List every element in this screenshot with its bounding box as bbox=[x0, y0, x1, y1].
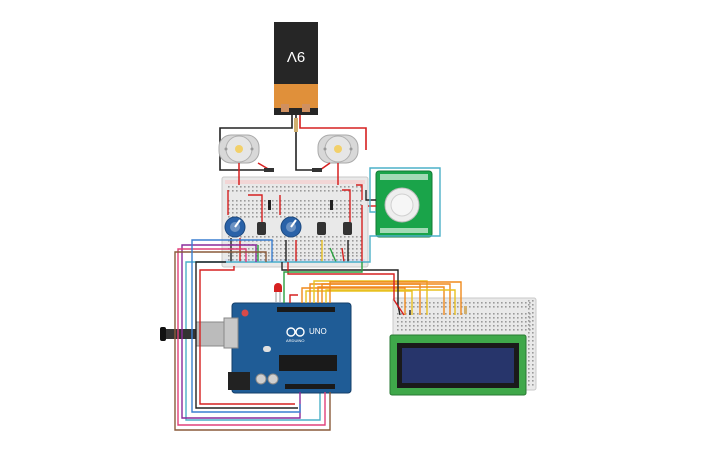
potentiometer-left[interactable] bbox=[224, 216, 246, 238]
lcd-wire-bundle bbox=[281, 262, 467, 316]
arduino-model: UNO bbox=[309, 327, 327, 336]
lcd-display[interactable] bbox=[389, 334, 527, 396]
dc-motor-right[interactable] bbox=[317, 134, 359, 164]
transistor-1[interactable] bbox=[257, 222, 266, 235]
battery-9v[interactable]: 9V bbox=[274, 22, 318, 115]
transistor-3[interactable] bbox=[343, 222, 352, 235]
motor-wires bbox=[238, 162, 339, 185]
arduino-logo bbox=[286, 327, 305, 337]
breadboard-wires bbox=[227, 184, 363, 263]
dc-motor-left[interactable] bbox=[218, 134, 260, 164]
potentiometer-right[interactable] bbox=[280, 216, 302, 238]
arduino-uno[interactable]: ARDUINO UNO bbox=[160, 302, 352, 394]
pir-sensor[interactable] bbox=[375, 170, 433, 238]
breadboard-holes bbox=[397, 300, 534, 386]
led-red[interactable] bbox=[274, 283, 282, 302]
pir-wires bbox=[185, 167, 441, 421]
arduino-wires bbox=[174, 239, 363, 431]
arduino-brand: ARDUINO bbox=[286, 338, 304, 343]
transistor-2[interactable] bbox=[317, 222, 326, 235]
diodes bbox=[268, 200, 333, 210]
battery-label: 9V bbox=[287, 48, 305, 65]
